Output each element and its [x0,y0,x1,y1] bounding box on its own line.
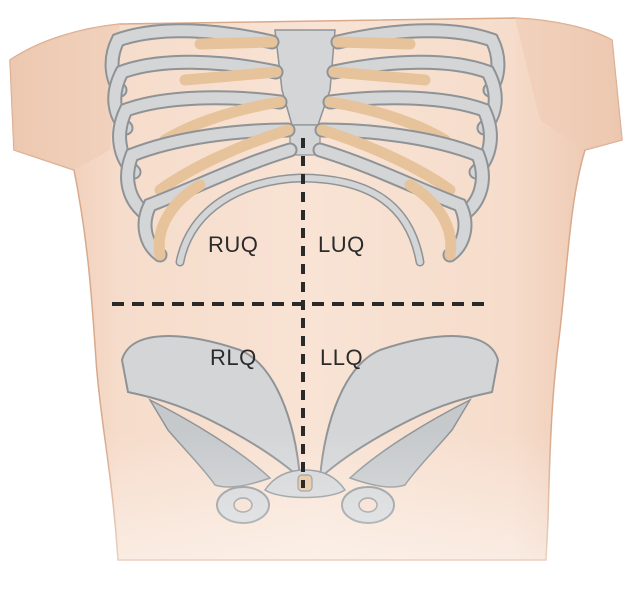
label-llq: LLQ [320,345,363,370]
label-luq: LUQ [318,232,365,257]
label-ruq: RUQ [208,232,258,257]
label-rlq: RLQ [210,345,257,370]
left-shoulder-shade [10,24,120,170]
